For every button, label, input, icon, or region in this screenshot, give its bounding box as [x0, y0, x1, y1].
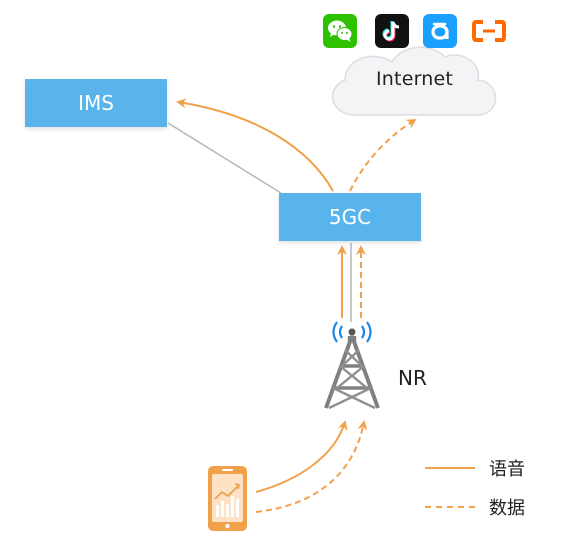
- core-network-label: 5GC: [328, 205, 372, 229]
- alipay-icon: [423, 14, 457, 48]
- data-arrow-core-to-internet: [349, 118, 417, 192]
- internet-label: Internet: [376, 68, 454, 90]
- wechat-icon: [323, 14, 357, 48]
- aliyun-icon: [472, 14, 506, 48]
- legend-voice: 语音: [425, 455, 525, 481]
- core-network-node: 5GC: [279, 193, 421, 241]
- legend-data-label: 数据: [489, 498, 525, 519]
- ims-label: IMS: [78, 91, 114, 115]
- phone-icon: [208, 466, 247, 531]
- data-arrow-phone-to-nr: [255, 420, 368, 513]
- ims-node: IMS: [25, 79, 167, 127]
- voice-arrow-phone-to-nr: [255, 420, 348, 493]
- legend-data: 数据: [425, 494, 525, 520]
- legend-solid-line: [425, 467, 475, 469]
- voice-arrow-core-to-ims: [176, 98, 334, 192]
- legend-dashed-line: [425, 506, 475, 508]
- nr-tower-icon: [324, 321, 380, 410]
- nr-label: NR: [398, 366, 427, 390]
- ims-core-link: [167, 122, 282, 194]
- legend-voice-label: 语音: [489, 459, 525, 480]
- internet-cloud: [331, 46, 497, 116]
- tiktok-icon: [375, 14, 409, 48]
